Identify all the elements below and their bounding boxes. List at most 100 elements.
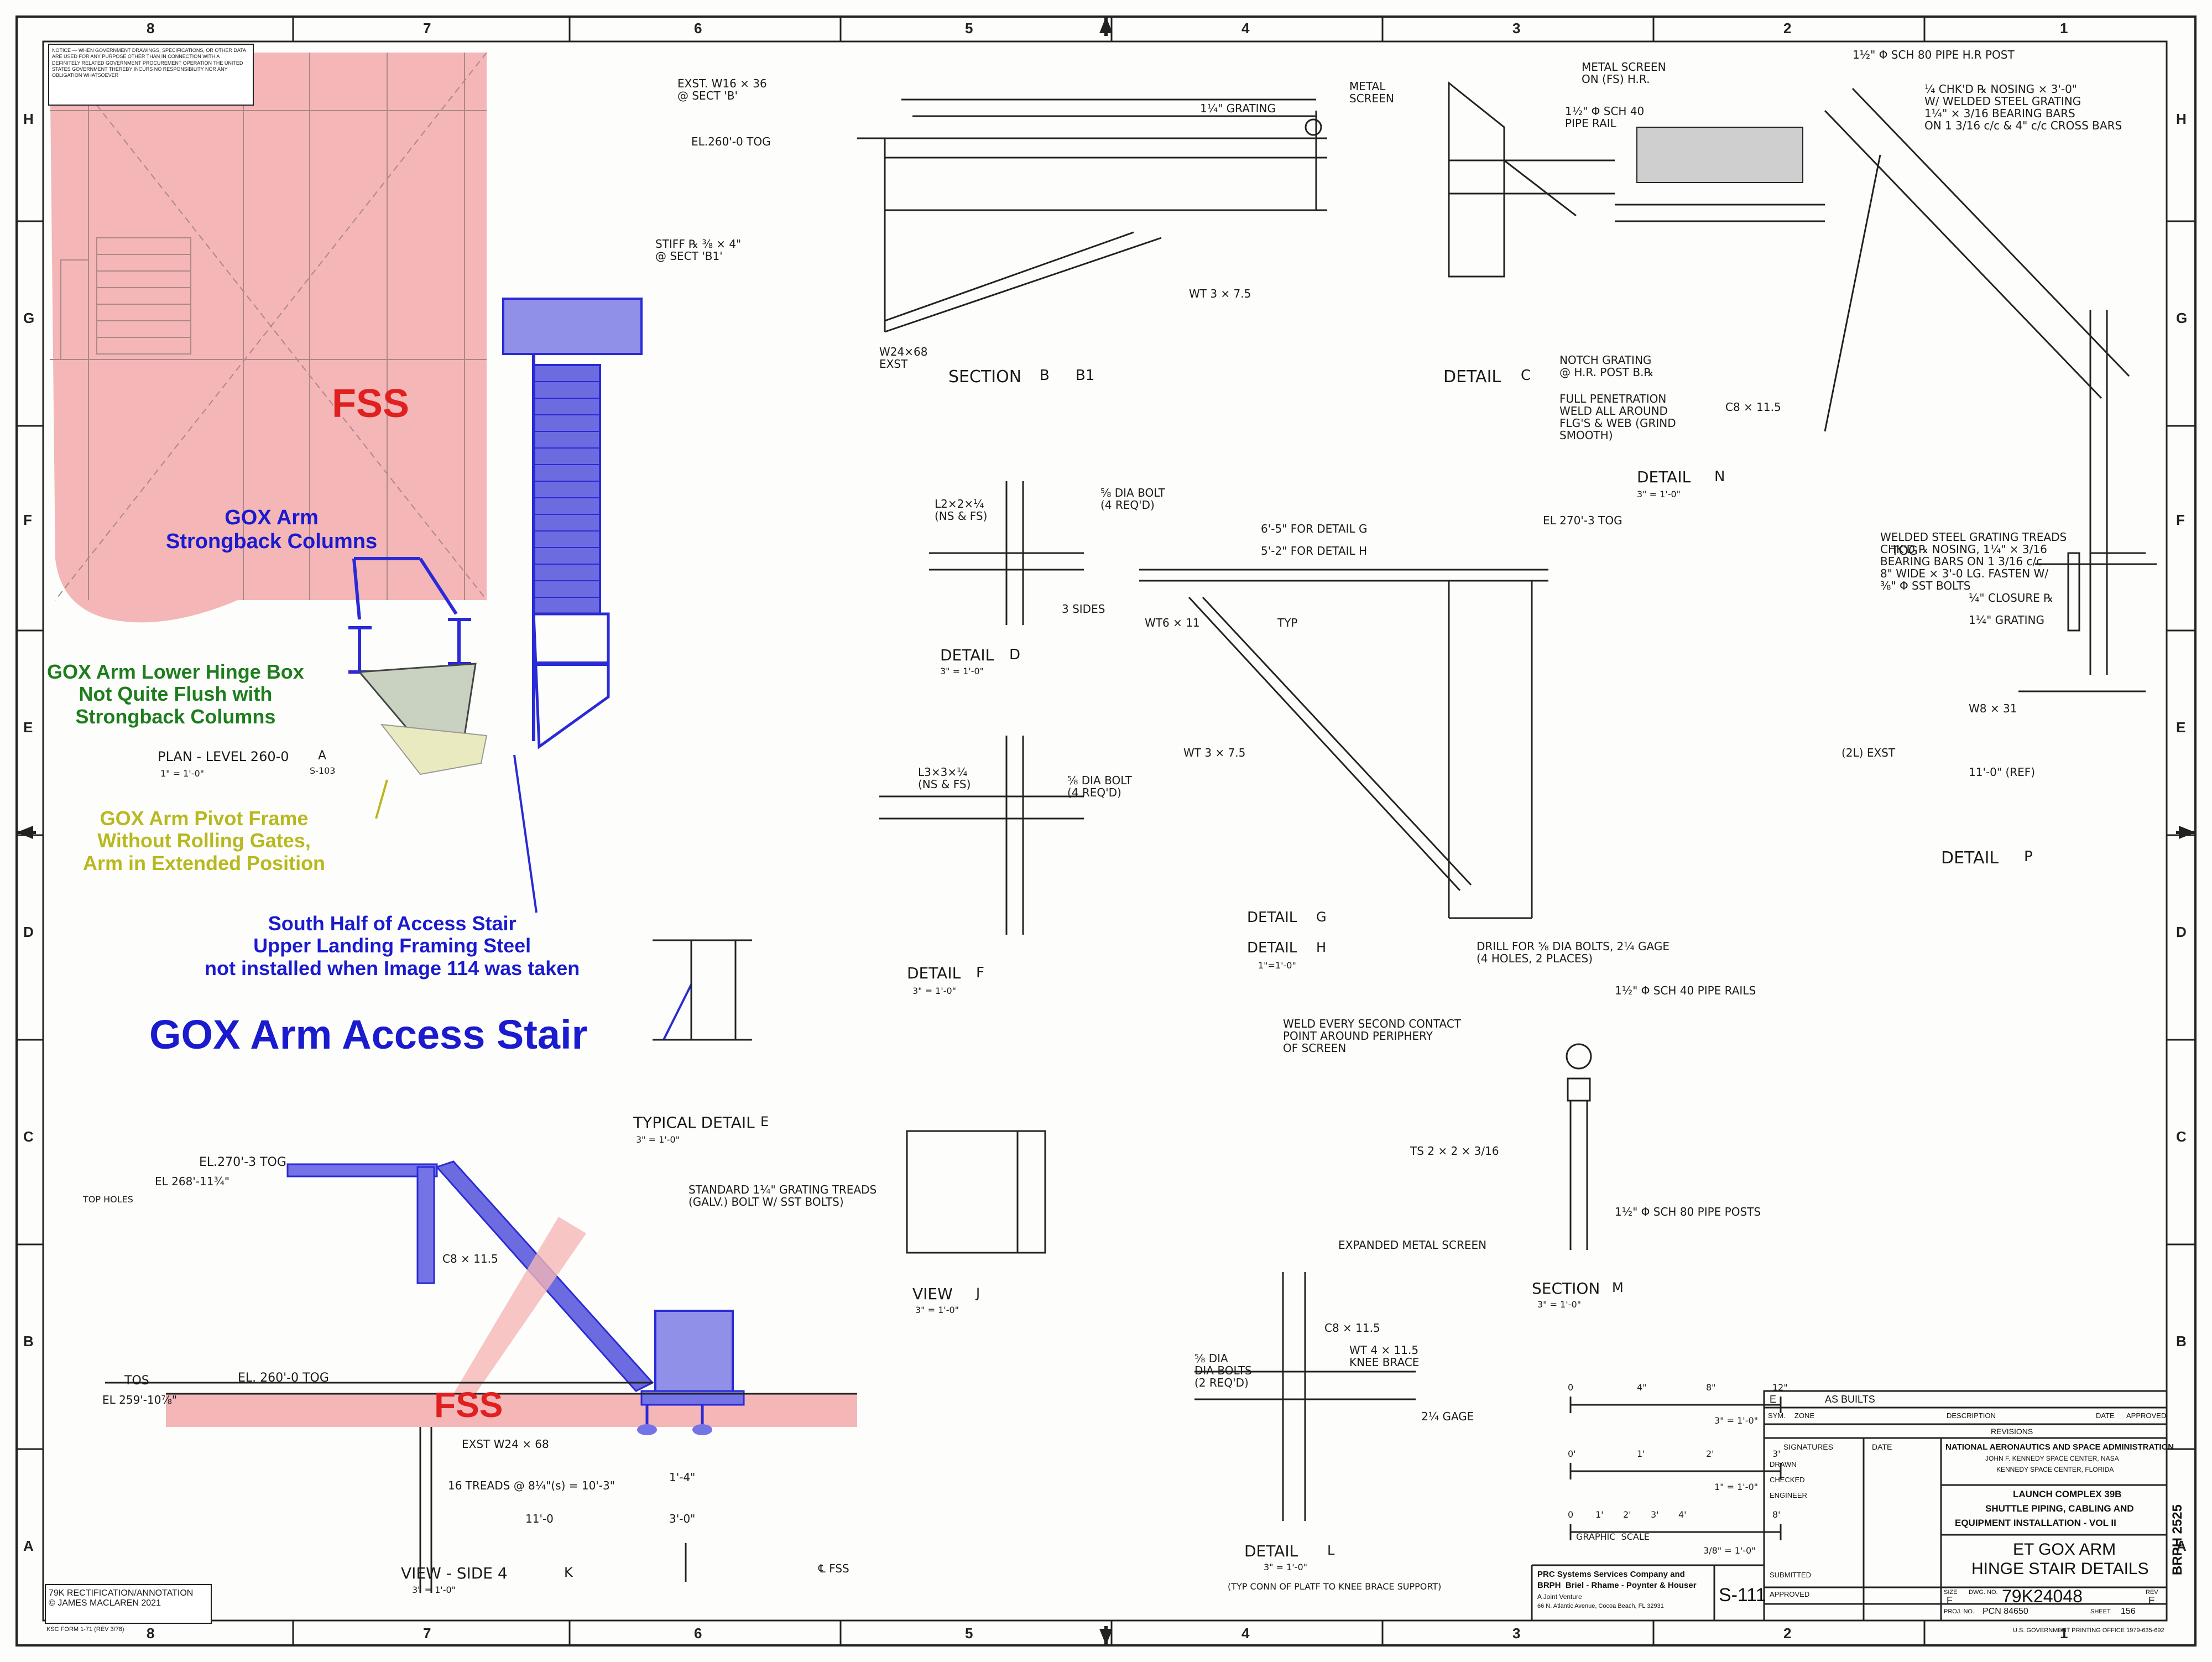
detail-c-title: DETAIL [1443, 367, 1501, 387]
grid-row-e-right: E [2176, 719, 2186, 736]
grid-col-4-top: 4 [1241, 20, 1250, 37]
form-number: KSC FORM 1-71 (REV 3/78) [46, 1626, 124, 1633]
typical-detail-e-scale: 3" = 1'-0" [636, 1134, 680, 1145]
detail-d-scale: 3" = 1'-0" [940, 666, 984, 676]
grid-row-b-right: B [2176, 1333, 2187, 1350]
pivot-frame-shape [380, 723, 488, 775]
south-half-label: South Half of Access Stair Upper Landing… [205, 912, 580, 980]
grid-col-4-bottom: 4 [1241, 1625, 1250, 1642]
tb-submitted: SUBMITTED [1770, 1571, 1812, 1579]
note-dim-3: 3'-0" [669, 1512, 696, 1525]
section-bb1-ref-b: B1 [1076, 367, 1095, 384]
grid-row-a-right: A [2176, 1538, 2187, 1554]
note-el-268: EL 268'-11¾" [155, 1175, 230, 1188]
detail-f-drawing [653, 939, 752, 1041]
view-side-title: VIEW - SIDE 4 [401, 1564, 508, 1582]
note-wt4: WT 4 × 11.5 KNEE BRACE [1349, 1343, 1420, 1369]
tb-project-2: SHUTTLE PIPING, CABLING AND [1985, 1503, 2134, 1514]
detail-n-ref: N [1714, 468, 1725, 485]
note-pipe-posts-80: 1½" Φ SCH 80 PIPE POSTS [1615, 1205, 1761, 1218]
note-c8-detail-l: C8 × 11.5 [1324, 1321, 1380, 1335]
note-bolt-58: ⅝ DIA BOLT (4 REQ'D) [1100, 486, 1165, 512]
grid-ticks [17, 17, 2195, 1645]
grid-col-3-top: 3 [1512, 20, 1521, 37]
note-wt37: WT 3 × 7.5 [1183, 746, 1246, 759]
tb-center: JOHN F. KENNEDY SPACE CENTER, NASA [1985, 1455, 2119, 1462]
tb-title-2: HINGE STAIR DETAILS [1971, 1560, 2149, 1578]
tb-sym: SYM. [1768, 1411, 1786, 1420]
graphic-scale-title: GRAPHIC SCALE [1576, 1531, 1650, 1542]
note-welded-steel: WELDED STEEL GRATING TREADS CHK'D ℞ NOSI… [1880, 530, 2067, 592]
note-ts2: TS 2 × 2 × 3/16 [1410, 1144, 1499, 1158]
grid-col-5-bottom: 5 [965, 1625, 973, 1642]
detail-n-scale: 3" = 1'-0" [1637, 489, 1681, 499]
detail-f-scale: 3" = 1'-0" [912, 986, 957, 996]
tb-engineer: ENGINEER [1770, 1491, 1807, 1499]
note-bolt-58b: ⅝ DIA BOLT (4 REQ'D) [1067, 774, 1132, 799]
scale-row2-label: 1" = 1'-0" [1714, 1482, 1759, 1492]
tb-revision-letter: E [1770, 1394, 1777, 1405]
grid-col-8-top: 8 [147, 20, 155, 37]
detail-l-note: (TYP CONN OF PLATF TO KNEE BRACE SUPPORT… [1228, 1581, 1442, 1592]
grid-col-8-bottom: 8 [147, 1625, 155, 1642]
scale-row3-tick-3: 3' [1651, 1509, 1659, 1520]
note-tos: TOS [124, 1374, 149, 1388]
tb-size-label: SIZE [1944, 1589, 1958, 1596]
tb-date2: DATE [1872, 1442, 1892, 1451]
tb-agency: NATIONAL AERONAUTICS AND SPACE ADMINISTR… [1945, 1442, 2174, 1452]
fss-label-bottom: FSS [434, 1385, 503, 1425]
grid-row-b-left: B [23, 1333, 34, 1350]
plan-level-ref: A [318, 749, 327, 763]
grid-col-5-top: 5 [965, 20, 973, 37]
note-standard: STANDARD 1¼" GRATING TREADS (GALV.) BOLT… [688, 1183, 877, 1208]
detail-f-title: DETAIL [907, 964, 961, 982]
note-treads: 16 TREADS @ 8¼"(s) = 10'-3" [448, 1479, 615, 1492]
scale-row1-tick-2: 8" [1706, 1382, 1716, 1393]
note-gage: 2¼ GAGE [1421, 1410, 1474, 1423]
firm-line-2: BRPH Briel - Rhame - Poynter & Houser [1537, 1581, 1697, 1590]
center-arrows [17, 17, 2195, 1645]
note-el-260-tog-b: EL. 260'-0 TOG [238, 1371, 329, 1385]
scale-row3-tick-1: 1' [1595, 1509, 1604, 1520]
grid-col-1-top: 1 [2060, 20, 2068, 37]
note-w8: W8 × 31 [1969, 702, 2017, 715]
note-grating-14: 1¼" GRATING [1969, 613, 2044, 627]
note-exst-w24: EXST W24 × 68 [462, 1437, 549, 1451]
scale-row1-tick-3: 12" [1772, 1382, 1788, 1393]
detail-p-title: DETAIL [1941, 848, 1999, 868]
grid-row-d-left: D [23, 924, 34, 940]
firm-line-1: PRC Systems Services Company and [1537, 1570, 1685, 1579]
note-full-pen: FULL PENETRATION WELD ALL AROUND FLG'S &… [1559, 392, 1676, 442]
access-stair-title: GOX Arm Access Stair [149, 1012, 588, 1057]
note-c8-bottom: C8 × 11.5 [442, 1252, 498, 1265]
detail-d-drawing [929, 481, 1084, 625]
tb-proj-label: PROJ. NO. [1944, 1608, 1975, 1615]
olive-arrow [375, 779, 388, 819]
tb-date: DATE [2096, 1411, 2115, 1420]
gox-strongback-columns [348, 557, 471, 674]
scale-row3-tick-0: 0 [1568, 1509, 1574, 1520]
note-pipe-rail: 1½" Φ SCH 40 PIPE RAIL [1565, 105, 1645, 130]
rectification-box [45, 1584, 212, 1624]
detail-c-drawing [1448, 81, 1615, 278]
scale-row2-tick-0: 0' [1568, 1449, 1576, 1459]
note-el-270-3: EL 270'-3 TOG [1543, 514, 1623, 527]
detail-h-ref: H [1316, 940, 1327, 955]
note-wt3: WT 3 × 7.5 [1189, 287, 1251, 300]
pivot-frame-label: GOX Arm Pivot Frame Without Rolling Gate… [83, 807, 326, 874]
title-block-frame [1531, 1390, 2168, 1622]
grid-row-c-right: C [2176, 1128, 2187, 1145]
tb-description: DESCRIPTION [1947, 1411, 1996, 1420]
tb-rev-label: REV [2146, 1589, 2158, 1596]
detail-p-ref: P [2024, 848, 2033, 865]
grid-row-e-left: E [23, 719, 33, 736]
tb-dwg-no: 79K24048 [2002, 1586, 2083, 1606]
tb-proj-no: PCN 84650 [1983, 1607, 2028, 1616]
note-typ: TYP [1277, 616, 1298, 629]
scale-row1-tick-1: 4" [1637, 1382, 1647, 1393]
grid-col-3-bottom: 3 [1512, 1625, 1521, 1642]
note-exst-2l: (2L) EXST [1841, 746, 1896, 759]
detail-d-ref: D [1009, 647, 1021, 663]
note-el-260-tog: EL.260'-0 TOG [691, 135, 771, 148]
inner-border [42, 40, 2168, 1622]
